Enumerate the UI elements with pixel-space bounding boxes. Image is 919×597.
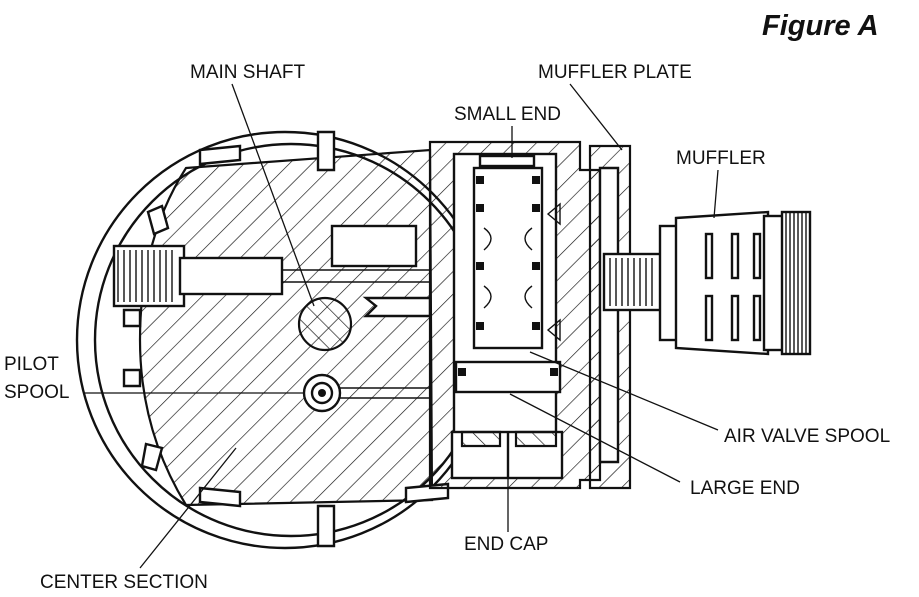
label-muffler-plate: MUFFLER PLATE <box>538 62 692 83</box>
label-pilot: PILOT <box>4 354 59 375</box>
label-spool: SPOOL <box>4 382 69 403</box>
figure-title: Figure A <box>762 10 879 42</box>
pilot-passage <box>362 296 432 318</box>
label-main-shaft: MAIN SHAFT <box>190 62 305 83</box>
leader-lines <box>84 83 719 569</box>
muffler <box>602 210 812 356</box>
label-end-cap: END CAP <box>464 534 548 555</box>
label-air-valve-spool: AIR VALVE SPOOL <box>724 426 890 447</box>
muffler-plate-recess <box>598 166 620 464</box>
label-center-section: CENTER SECTION <box>40 572 208 593</box>
pilot-spool <box>302 373 432 413</box>
large-end <box>454 360 562 394</box>
upper-passage <box>330 224 418 268</box>
air-valve-spool <box>472 166 561 350</box>
label-large-end: LARGE END <box>690 478 800 499</box>
center-section-body <box>138 148 434 507</box>
threaded-inlet-port <box>112 244 430 308</box>
end-cap <box>450 430 564 480</box>
main-shaft <box>297 296 353 352</box>
label-small-end: SMALL END <box>454 104 561 125</box>
label-muffler: MUFFLER <box>676 148 766 169</box>
small-end <box>478 154 536 168</box>
